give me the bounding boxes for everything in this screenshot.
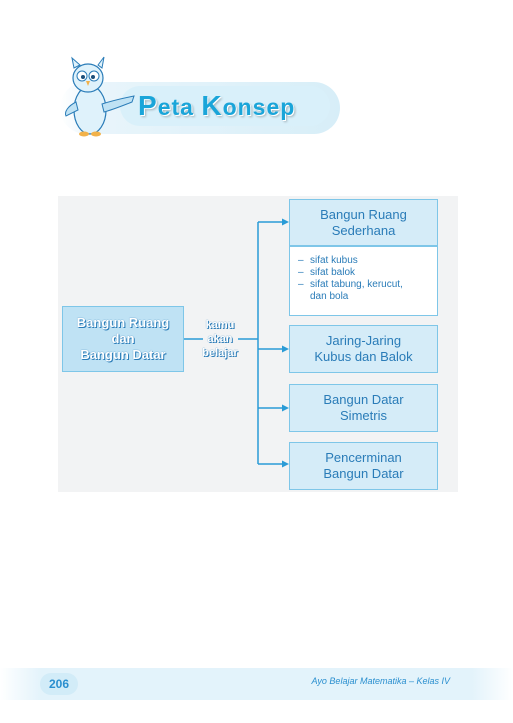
owl-mascot-icon xyxy=(65,56,135,137)
branch-line: Sederhana xyxy=(331,222,396,238)
list-item: –sifat tabung, kerucut, xyxy=(298,279,431,291)
branch-line: Jaring-Jaring xyxy=(325,333,402,348)
branch-box-pencerminan: Pencerminan Bangun Datar xyxy=(289,442,438,490)
connector-label: kamu akan belajar xyxy=(196,318,244,360)
dash-icon: – xyxy=(298,267,304,278)
branch-line: Kubus dan Balok xyxy=(314,349,413,364)
connector-line: akan xyxy=(207,333,233,345)
connector-line: kamu xyxy=(205,319,235,331)
branch-box-bangun-ruang: Bangun Ruang Sederhana xyxy=(289,199,438,246)
title-word-rest: eta xyxy=(157,94,194,120)
title-letter-p: P xyxy=(138,90,158,121)
page-title: Peta Konsep xyxy=(138,88,295,124)
branch-line: Bangun Datar xyxy=(323,466,404,481)
branch-box-jaring-jaring: Jaring-Jaring Kubus dan Balok xyxy=(289,325,438,373)
list-item-text: dan bola xyxy=(310,291,349,302)
title-word-rest-2: onsep xyxy=(222,94,296,120)
list-item-text: sifat tabung, kerucut, xyxy=(310,279,403,290)
list-item: dan bola xyxy=(298,291,431,303)
main-topic-line: Bangun Datar xyxy=(80,347,166,362)
branch-line: Bangun Ruang xyxy=(320,206,407,222)
arrow-icon xyxy=(282,218,289,226)
main-topic-line: Bangun Ruang xyxy=(76,315,170,330)
list-item-text: sifat kubus xyxy=(310,255,358,266)
dash-icon: – xyxy=(298,255,304,266)
list-item: –sifat kubus xyxy=(298,255,431,267)
arrow-icon xyxy=(282,345,289,353)
branch-box-bangun-datar-simetris: Bangun Datar Simetris xyxy=(289,384,438,432)
branch-line: Bangun Datar xyxy=(323,392,404,407)
page-number: 206 xyxy=(40,673,78,695)
branch-line: Pencerminan xyxy=(325,450,402,465)
main-topic-line: dan xyxy=(111,331,135,346)
book-title: Ayo Belajar Matematika – Kelas IV xyxy=(311,676,451,686)
arrow-icon xyxy=(282,404,289,412)
arrow-icon xyxy=(282,460,289,468)
list-item: –sifat balok xyxy=(298,267,431,279)
header-banner xyxy=(120,86,330,126)
dash-icon: – xyxy=(298,279,304,290)
connector-line: belajar xyxy=(202,347,238,359)
list-item-text: sifat balok xyxy=(310,267,356,278)
branch-line: Simetris xyxy=(340,408,387,423)
main-topic-box: Bangun Ruang dan Bangun Datar xyxy=(62,306,184,372)
subtopic-list: –sifat kubus –sifat balok –sifat tabung,… xyxy=(289,246,438,316)
footer-band xyxy=(0,668,513,700)
title-letter-k: K xyxy=(201,90,223,121)
